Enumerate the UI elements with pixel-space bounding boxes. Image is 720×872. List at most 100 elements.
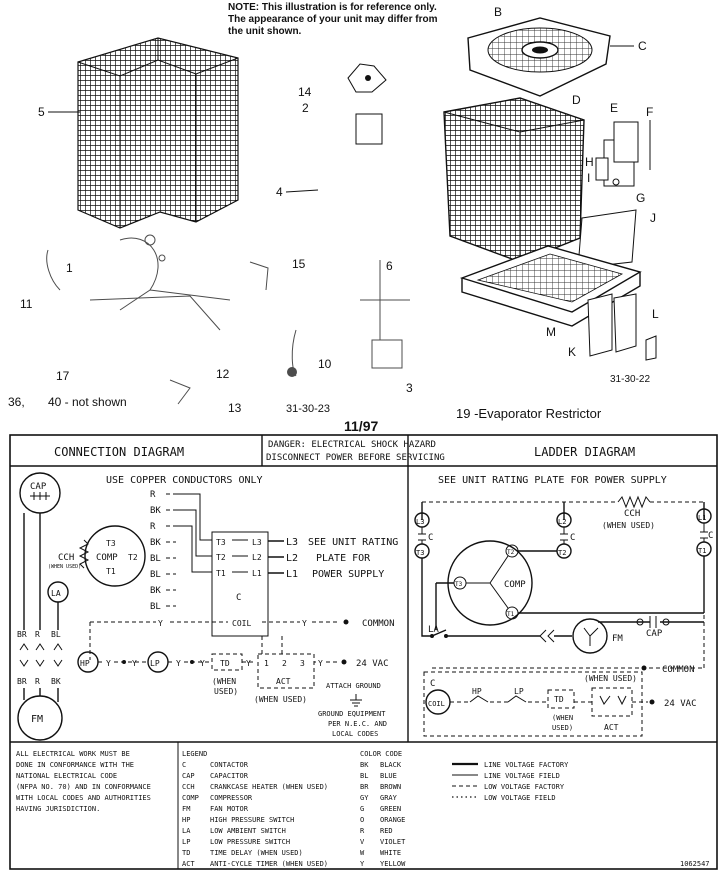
contactor-coil: COIL — [232, 619, 251, 628]
color-desc: YELLOW — [380, 860, 406, 868]
ladder-l1-text: L1 — [698, 514, 706, 522]
line-l1: L1 — [286, 569, 298, 580]
ladder-act-when-used: (WHEN USED) — [584, 674, 637, 683]
general-note-5: WITH LOCAL CODES AND AUTHORITIES — [16, 794, 151, 802]
control-box-parts — [577, 121, 639, 269]
ladder-c-label-3: C — [708, 531, 713, 541]
ladder-la-label: LA — [428, 625, 439, 635]
color-code: G — [360, 805, 364, 813]
wire-color-3: R — [150, 522, 156, 532]
wire-color-8: BL — [150, 602, 161, 612]
color-desc: BLACK — [380, 761, 402, 769]
wire-color-2: BK — [150, 506, 161, 516]
ladder-act-box — [591, 687, 633, 717]
ladder-cap-label: CAP — [646, 629, 663, 639]
color-code: BL — [360, 772, 368, 780]
compressor-piping — [46, 234, 410, 405]
rating-line-3: POWER SUPPLY — [312, 569, 384, 580]
legend-desc: ANTI-CYCLE TIMER (WHEN USED) — [210, 860, 328, 868]
ladder-c-coil-label: C — [430, 679, 435, 689]
label-6: 6 — [386, 259, 393, 273]
label-d: D — [572, 93, 581, 107]
y-label-4: Y — [132, 659, 137, 668]
legend-code: FM — [182, 805, 190, 813]
fm-label: FM — [31, 714, 43, 725]
label-l: L — [652, 307, 659, 321]
label-j: J — [650, 211, 656, 225]
ladder-hp-label: HP — [472, 687, 482, 696]
color-code: W — [360, 849, 365, 857]
cch-label: CCH — [58, 553, 74, 563]
ladder-diagram: SEE UNIT RATING PLATE FOR POWER SUPPLY L… — [414, 475, 713, 737]
ladder-td-used: USED) — [552, 724, 573, 732]
legend-and-notes: ALL ELECTRICAL WORK MUST BE DONE IN CONF… — [16, 750, 710, 868]
legend-code: CAP — [182, 772, 195, 780]
y-label-1: Y — [158, 619, 163, 628]
color-code: BR — [360, 783, 369, 791]
legend-desc: COMPRESSOR — [210, 794, 253, 802]
legend-title: LEGEND — [182, 750, 207, 758]
legend-code: C — [182, 761, 186, 769]
legend-code: LA — [182, 827, 191, 835]
color-desc: ORANGE — [380, 816, 405, 824]
ladder-td-when: (WHEN — [552, 714, 573, 722]
ladder-cch-label: CCH — [624, 509, 640, 519]
color-desc: VIOLET — [380, 838, 406, 846]
ladder-l3-text: L3 — [416, 518, 424, 526]
legend-desc: CRANKCASE HEATER (WHEN USED) — [210, 783, 328, 791]
lp-label: LP — [150, 659, 160, 668]
y-label-6: Y — [200, 659, 205, 668]
ladder-c-label-1: C — [428, 533, 433, 543]
label-12: 12 — [216, 367, 230, 381]
legend-desc: LOW AMBIENT SWITCH — [210, 827, 286, 835]
connection-diagram-title: CONNECTION DIAGRAM — [54, 445, 184, 459]
ladder-comp-t2: T2 — [507, 549, 515, 556]
label-13: 13 — [228, 401, 242, 415]
note-line-3: the unit shown. — [228, 26, 302, 37]
wire-color-5: BL — [150, 554, 161, 564]
general-note-1: ALL ELECTRICAL WORK MUST BE — [16, 750, 130, 758]
label-2: 2 — [302, 101, 309, 115]
color-desc: GRAY — [380, 794, 398, 802]
label-f: F — [646, 105, 653, 119]
general-note-4: (NFPA NO. 70) AND IN CONFORMANCE — [16, 783, 151, 791]
line-key-2: LINE VOLTAGE FIELD — [484, 772, 560, 780]
note-line-1: NOTE: This illustration is for reference… — [228, 2, 437, 13]
label-e: E — [610, 101, 618, 115]
drawing-code: 1062547 — [680, 860, 710, 868]
legend-desc: CONTACTOR — [210, 761, 249, 769]
label-36: 36, — [8, 395, 25, 409]
label-h: H — [585, 155, 594, 169]
color-desc: BLUE — [380, 772, 397, 780]
y-label-2: Y — [302, 619, 307, 628]
br-label-bottom: BR — [17, 677, 27, 686]
cap-label: CAP — [30, 482, 47, 492]
contactor-t1: T1 — [216, 569, 226, 578]
exploded-parts-view: NOTE: This illustration is for reference… — [8, 2, 659, 434]
contactor-c-label: C — [236, 593, 241, 603]
cabinet-louver-part-d — [443, 97, 585, 263]
label-not-shown: 40 - not shown — [48, 395, 127, 409]
ladder-t3-text: T3 — [416, 549, 424, 557]
common-label: COMMON — [362, 619, 395, 629]
comp-t2: T2 — [128, 553, 138, 562]
td-when: (WHEN — [212, 677, 236, 686]
wire-color-7: BK — [150, 586, 161, 596]
ref-31-30-23: 31-30-23 — [286, 403, 330, 415]
evaporator-restrictor-label: 19 -Evaporator Restrictor — [456, 406, 602, 421]
legend-code: ACT — [182, 860, 195, 868]
rating-line-1: SEE UNIT RATING — [308, 537, 398, 548]
contactor-l3: L3 — [252, 538, 262, 547]
legend-code: COMP — [182, 794, 199, 802]
legend-code: LP — [182, 838, 190, 846]
ladder-t1-text: T1 — [698, 547, 706, 555]
bl-label-top: BL — [51, 630, 61, 639]
label-14: 14 — [298, 85, 312, 99]
label-k: K — [568, 345, 576, 359]
ladder-c-label-2: C — [570, 533, 575, 543]
color-code: R — [360, 827, 365, 835]
attach-ground-1: ATTACH GROUND — [326, 682, 381, 690]
line-type-key: LINE VOLTAGE FACTORY LINE VOLTAGE FIELD … — [452, 761, 569, 802]
legend-code: HP — [182, 816, 190, 824]
